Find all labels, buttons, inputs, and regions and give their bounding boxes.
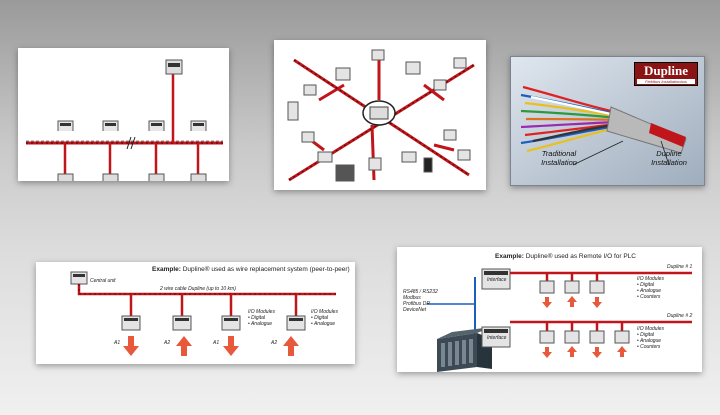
p2p-title-rest: Dupline® used as wire replacement system… [180,266,350,273]
central-unit-box [70,271,88,285]
central-hub-module [369,106,389,120]
module-1 [57,143,74,181]
dupline-line-1: Dupline [656,149,682,158]
io-list-1-digital: • Digital [248,315,266,321]
break-mark-2 [130,136,136,150]
traditional-line-1: Traditional [541,149,577,158]
plc-svg [427,268,692,372]
protocol-4: DeviceNet [403,307,427,313]
plc-title: Example: Dupline® used as Remote I/O for… [495,253,636,260]
io-module-boxes [121,315,306,331]
plc-io-list-2: I/O Modules • Digital • Analogue • Count… [637,326,664,350]
io-list-2-analogue: • Analogue [311,321,336,327]
interface-2-label: Interface [487,335,507,341]
arrow-a1b-down [223,336,239,356]
traditional-line-2: Installation [541,158,577,167]
lamp-circuit-3 [148,120,165,131]
io-list-1-title: I/O Modules [248,309,275,315]
plc-title-prefix: Example: [495,253,524,260]
label-a2: A2 [164,340,171,346]
p2p-svg [70,271,336,356]
dupline-caption: Dupline Installation [639,149,699,167]
plc-io-list-1-counters: • Counters [637,294,661,300]
lamp-circuit-4 [190,120,207,131]
plc-io-modules [539,280,630,344]
lamp-wiring-svg [57,120,207,131]
cable-label: 2 wire cable Dupline (up to 10 km) [160,286,236,292]
network-svg [287,49,475,182]
dupline-logo: Dupline Fieldbus Installationbus [634,62,698,86]
plc-title-rest: Dupline® used as Remote I/O for PLC [523,253,636,260]
plc-io-list-1-digital: • Digital [637,282,655,288]
p2p-title: Example: Dupline® used as wire replaceme… [152,266,350,273]
plc-io-list-2-title: I/O Modules [637,326,664,332]
traditional-caption: Traditional Installation [529,149,589,167]
io-list-1: I/O Modules • Digital • Analogue [248,309,275,327]
plc-io-list-2-analogue: • Analogue [637,338,662,344]
dupline-2-label: Dupline # 2 [667,313,693,319]
io-list-2-title: I/O Modules [311,309,338,315]
label-a1: A1 [114,340,121,346]
arrow-a1-down [123,336,139,356]
controller-display [168,63,180,67]
logo-tagline: Fieldbus Installationbus [637,79,695,84]
network-star-diagram [274,40,486,190]
bus-lamp-svg [26,59,223,181]
drop-cables [129,294,298,318]
peer-to-peer-diagram: Example: Dupline® used as wire replaceme… [36,262,355,364]
plc-io-list-2-counters: • Counters [637,344,661,350]
io-list-2: I/O Modules • Digital • Analogue [311,309,338,327]
remote-io-plc-diagram: Example: Dupline® used as Remote I/O for… [397,247,702,372]
label-a2b: A2 [271,340,278,346]
module-2 [102,143,119,181]
cable-comparison-panel: Dupline Fieldbus Installationbus Traditi… [510,56,705,186]
plc-io-arrows [542,296,627,358]
protocol-list: RS485 / RS232 Modbus Profibus DP DeviceN… [403,289,438,313]
pointer-right [660,140,670,166]
module-4 [190,143,207,181]
dupline-line-2: Installation [651,158,687,167]
plc-io-list-1-analogue: • Analogue [637,288,662,294]
protocol-2: Modbus [403,295,421,301]
label-a1b: A1 [213,340,220,346]
module-3 [148,143,165,181]
central-unit-label: Central unit [90,278,116,284]
plc-slots [441,339,473,367]
plc-top [437,327,492,339]
arrow-a2b-up [283,336,299,356]
arrow-a2-up [176,336,192,356]
protocol-1: RS485 / RS232 [403,289,438,295]
p2p-title-prefix: Example: [152,266,181,273]
logo-name: Dupline [643,63,689,78]
plc-io-list-2-digital: • Digital [637,332,655,338]
io-list-2-digital: • Digital [311,315,329,321]
io-module-displays [124,318,303,321]
plc-io-list-1-title: I/O Modules [637,276,664,282]
break-mark-1 [126,136,132,150]
lamp-circuit-1 [57,120,74,131]
pointer-left [572,140,624,166]
dupline-cable [649,123,686,147]
dupline-1-label: Dupline # 1 [667,264,693,270]
io-list-1-analogue: • Analogue [248,321,273,327]
plc-io-list-1: I/O Modules • Digital • Analogue • Count… [637,276,664,300]
protocol-3: Profibus DP [403,301,430,307]
interface-1-label: Interface [487,277,507,283]
bus-lamp-diagram [18,48,229,181]
network-devices [287,49,471,182]
lamp-circuit-2 [102,120,119,131]
